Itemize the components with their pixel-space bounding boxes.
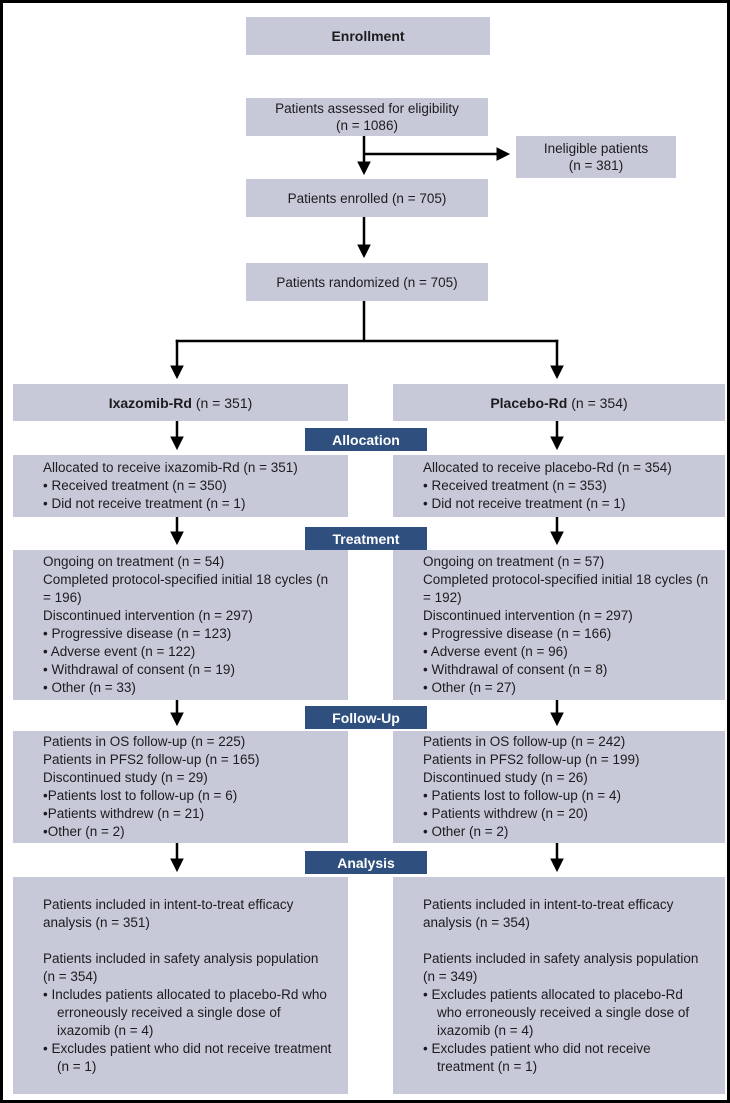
placebo-treatment-box: Ongoing on treatment (n = 57) Completed p…: [393, 550, 725, 700]
placebo-arm-name: Placebo-Rd: [490, 394, 568, 411]
enrollment-header-box: Enrollment: [246, 17, 490, 55]
ineligible-line1: Ineligible patients: [543, 141, 649, 156]
text-line: • Withdrawal of consent (n = 8): [423, 662, 608, 677]
randomized-label: Patients randomized (n = 705): [276, 274, 458, 290]
ineligible-box: Ineligible patients (n = 381): [516, 136, 676, 178]
text-line: • Other (n = 33): [43, 680, 136, 695]
text-line: • Other (n = 2): [423, 824, 509, 839]
ixazomib-analysis-box: Patients included in intent-to-treat eff…: [13, 877, 348, 1094]
ixazomib-followup-box: Patients in OS follow-up (n = 225) Patien…: [13, 731, 348, 843]
placebo-followup-box: Patients in OS follow-up (n = 242) Patien…: [393, 731, 725, 843]
ixazomib-arm-n: (n = 351): [191, 394, 253, 411]
enrolled-box: Patients enrolled (n = 705): [246, 179, 488, 217]
text-line: Allocated to receive ixazomib-Rd (n = 35…: [43, 460, 298, 475]
assessed-line2: (n = 1086): [336, 118, 398, 133]
text-line: • Patients lost to follow-up (n = 4): [423, 788, 621, 803]
assessed-line1: Patients assessed for eligibility: [275, 101, 459, 116]
enrollment-title: Enrollment: [331, 27, 405, 44]
text-line: •Patients lost to follow-up (n = 6): [43, 788, 238, 803]
text-line: Allocated to receive placebo-Rd (n = 354…: [423, 460, 672, 475]
text-line: • Excludes patients allocated to placebo…: [423, 986, 690, 1038]
text-line: • Did not receive treatment (n = 1): [423, 496, 626, 511]
ixazomib-allocation-box: Allocated to receive ixazomib-Rd (n = 35…: [13, 455, 348, 517]
text-line: • Excludes patient who did not receive t…: [423, 1040, 651, 1074]
randomized-box: Patients randomized (n = 705): [246, 263, 488, 301]
text-line: •Patients withdrew (n = 21): [43, 806, 205, 821]
enrolled-label: Patients enrolled (n = 705): [287, 190, 447, 206]
follow-up-banner: Follow-Up: [305, 706, 427, 729]
text-line: Discontinued intervention (n = 297): [423, 608, 633, 623]
placebo-arm-n: (n = 354): [567, 394, 628, 411]
text-line: [423, 932, 709, 950]
text-line: • Includes patients allocated to placebo…: [43, 986, 327, 1038]
placebo-analysis-box: Patients included in intent-to-treat eff…: [393, 877, 725, 1094]
text-line: Completed protocol-specified initial 18 …: [423, 572, 709, 605]
text-line: Ongoing on treatment (n = 57): [423, 554, 605, 569]
text-line: • Withdrawal of consent (n = 19): [43, 662, 235, 677]
text-line: Patients in OS follow-up (n = 242): [423, 734, 626, 749]
analysis-banner: Analysis: [305, 851, 427, 874]
ineligible-line2: (n = 381): [568, 158, 624, 173]
placebo-arm-header: Placebo-Rd (n = 354): [393, 384, 725, 421]
text-line: Patients included in safety analysis pop…: [43, 950, 319, 984]
text-line: Patients in OS follow-up (n = 225): [43, 734, 246, 749]
ixazomib-treatment-box: Ongoing on treatment (n = 54) Completed p…: [13, 550, 348, 700]
text-line: • Adverse event (n = 96): [423, 644, 568, 659]
text-line: Patients included in intent-to-treat eff…: [43, 896, 294, 930]
text-line: Discontinued intervention (n = 297): [43, 608, 253, 623]
text-line: • Adverse event (n = 122): [43, 644, 196, 659]
text-line: Discontinued study (n = 29): [43, 770, 208, 785]
text-line: Patients in PFS2 follow-up (n = 165): [43, 752, 260, 767]
text-line: Completed protocol-specified initial 18 …: [43, 572, 329, 605]
text-line: • Progressive disease (n = 123): [43, 626, 232, 641]
text-line: •Other (n = 2): [43, 824, 125, 839]
text-line: • Received treatment (n = 353): [423, 478, 607, 493]
text-line: Patients in PFS2 follow-up (n = 199): [423, 752, 640, 767]
text-line: Discontinued study (n = 26): [423, 770, 588, 785]
ixazomib-arm-header: Ixazomib-Rd (n = 351): [13, 384, 348, 421]
placebo-allocation-box: Allocated to receive placebo-Rd (n = 354…: [393, 455, 725, 517]
ixazomib-arm-name: Ixazomib-Rd: [108, 394, 192, 411]
text-line: Patients included in intent-to-treat eff…: [423, 896, 674, 930]
assessed-box: Patients assessed for eligibility (n = 1…: [246, 98, 488, 136]
text-line: • Did not receive treatment (n = 1): [43, 496, 246, 511]
treatment-banner: Treatment: [305, 527, 427, 550]
text-line: [43, 932, 332, 950]
text-line: • Patients withdrew (n = 20): [423, 806, 588, 821]
text-line: • Received treatment (n = 350): [43, 478, 227, 493]
allocation-banner: Allocation: [305, 428, 427, 451]
text-line: • Other (n = 27): [423, 680, 516, 695]
text-line: Patients included in safety analysis pop…: [423, 950, 699, 984]
text-line: • Excludes patient who did not receive t…: [43, 1040, 332, 1074]
text-line: • Progressive disease (n = 166): [423, 626, 612, 641]
text-line: Ongoing on treatment (n = 54): [43, 554, 225, 569]
